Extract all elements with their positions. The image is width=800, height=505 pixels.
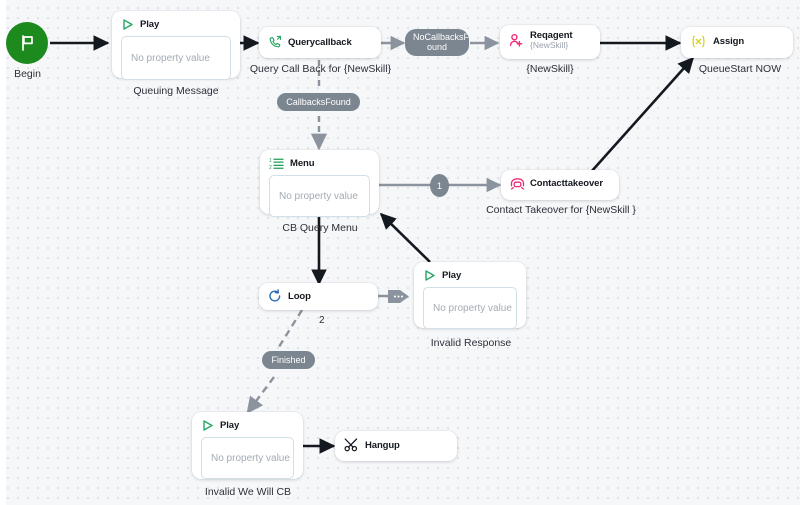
badge-finished[interactable]: Finished <box>262 351 315 370</box>
node-subtitle: {NewSkill} <box>530 39 569 50</box>
scissors-icon <box>344 438 359 452</box>
node-title: Reqagent <box>530 30 573 41</box>
node-title: Querycallback <box>288 36 352 48</box>
caption-invalid-we-will-cb: Invalid We Will CB <box>204 486 292 498</box>
node-invalid-we-will-cb[interactable]: Play No property value <box>192 412 303 479</box>
svg-text:1: 1 <box>269 158 272 164</box>
play-icon <box>423 269 436 282</box>
property-value-text: No property value <box>211 452 290 464</box>
caption-queuing-message: Queuing Message <box>133 85 219 97</box>
node-header: Play <box>414 262 526 287</box>
property-value-field[interactable]: No property value <box>269 175 370 217</box>
node-title: Contacttakeover <box>530 178 603 189</box>
node-title: Play <box>220 420 240 431</box>
node-begin[interactable] <box>6 22 48 64</box>
edge-contacttakeover-to-assign <box>590 56 695 173</box>
property-value-field[interactable]: No property value <box>201 437 294 479</box>
node-queuing-message[interactable]: Play No property value <box>112 11 240 80</box>
node-loop[interactable]: Loop <box>259 283 378 310</box>
node-header: 1 2 Menu <box>260 150 379 175</box>
node-invalid-response[interactable]: Play No property value <box>414 262 526 329</box>
node-header: Contacttakeover <box>501 170 619 195</box>
node-title: Menu <box>290 158 315 169</box>
caption-querycallback: Query Call Back for {NewSkill} <box>249 63 392 75</box>
edge-invalidresponse-to-menu <box>379 212 431 263</box>
numbered-list-icon: 1 2 <box>269 157 284 170</box>
loop-icon <box>268 289 282 303</box>
property-value-text: No property value <box>131 52 210 64</box>
caption-contacttakeover: Contact Takeover for {NewSkill } <box>486 204 636 216</box>
person-add-icon <box>509 33 524 48</box>
property-value-text: No property value <box>279 190 358 202</box>
variable-icon <box>690 35 707 48</box>
badge-callbacks-found[interactable]: CallbacksFound <box>277 93 360 112</box>
flag-icon <box>19 34 36 52</box>
node-cb-query-menu[interactable]: 1 2 Menu No property value <box>260 150 379 217</box>
node-reqagent[interactable]: Reqagent {NewSkill} <box>500 25 600 59</box>
caption-reqagent: {NewSkill} <box>526 63 574 75</box>
caption-cb-query-menu: CB Query Menu <box>282 222 358 234</box>
node-hangup[interactable]: Hangup <box>335 431 457 461</box>
edge-loop-to-finished <box>275 309 304 351</box>
node-title: Play <box>442 270 462 281</box>
node-header: Assign <box>681 27 793 53</box>
node-contacttakeover[interactable]: Contacttakeover <box>501 170 619 200</box>
property-value-text: No property value <box>433 302 512 314</box>
phone-callback-icon <box>268 35 282 49</box>
node-title: Loop <box>288 290 311 302</box>
svg-text:2: 2 <box>269 165 272 170</box>
node-assign[interactable]: Assign <box>681 27 793 58</box>
caption-assign: QueueStart NOW <box>698 63 782 75</box>
edge-label-loop-count: 2 <box>319 315 325 326</box>
edge-dots-marker[interactable] <box>388 287 410 306</box>
node-header: Loop <box>259 283 378 308</box>
caption-invalid-response: Invalid Response <box>430 337 512 349</box>
caption-begin: Begin <box>14 68 41 80</box>
node-title: Play <box>140 19 160 30</box>
node-querycallback[interactable]: Querycallback <box>259 27 381 58</box>
edge-finished-to-invalidwewillcb <box>246 376 275 414</box>
node-header: Play <box>192 412 303 437</box>
node-title: Assign <box>713 36 745 47</box>
play-icon <box>121 18 134 31</box>
badge-no-callbacks-found[interactable]: NoCallbacksF ound <box>405 29 469 56</box>
badge-menu-option-1[interactable]: 1 <box>430 174 449 197</box>
node-header: Play <box>112 11 240 36</box>
node-header: Hangup <box>335 431 457 457</box>
property-value-field[interactable]: No property value <box>121 36 231 80</box>
telephone-icon <box>510 177 525 190</box>
play-icon <box>201 419 214 432</box>
node-title: Hangup <box>365 439 400 451</box>
node-header: Reqagent {NewSkill} <box>500 25 600 56</box>
property-value-field[interactable]: No property value <box>423 287 517 329</box>
node-header: Querycallback <box>259 27 381 54</box>
